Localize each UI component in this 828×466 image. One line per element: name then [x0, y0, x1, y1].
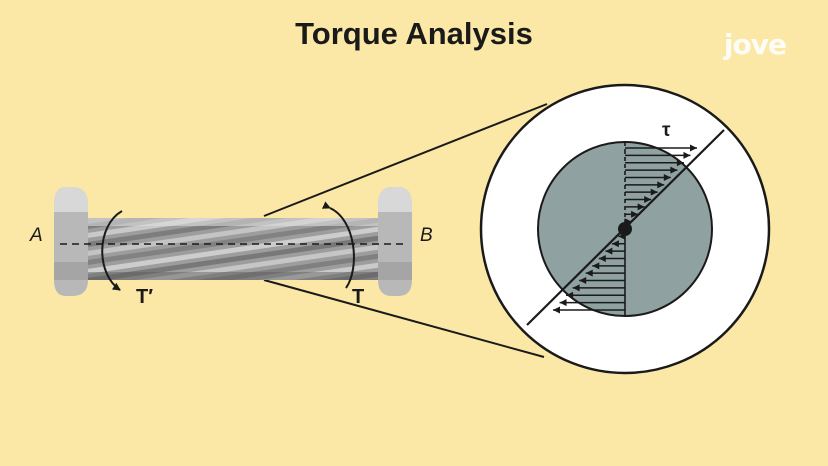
zoom-line-top	[263, 103, 548, 217]
jove-logo: jove	[723, 28, 787, 61]
arrowhead-icon	[690, 144, 697, 152]
arrowhead-icon	[572, 284, 580, 292]
arrowhead-icon	[637, 203, 645, 211]
arrowhead-icon	[650, 188, 658, 196]
arrowhead-icon	[683, 151, 691, 159]
arrowhead-icon	[598, 254, 606, 262]
end-b-label: B	[420, 225, 433, 246]
arrowhead-icon	[631, 210, 639, 218]
shaft	[82, 218, 384, 280]
arrowhead-icon	[663, 173, 671, 181]
arrowhead-icon	[566, 291, 574, 299]
arrowhead-icon	[644, 196, 652, 204]
arrowhead-icon	[605, 247, 613, 255]
arrowhead-icon	[579, 277, 587, 285]
shear-stress-label: τ	[662, 120, 671, 141]
arrowhead-icon	[585, 269, 593, 277]
shear-stress-arrows	[553, 144, 697, 314]
arrowhead-icon	[559, 299, 567, 307]
torque-right-label: T	[352, 286, 365, 308]
end-cap-a	[54, 187, 88, 296]
arrowhead-icon	[676, 159, 684, 167]
zoom-line-bottom	[263, 279, 545, 358]
arrowhead-icon	[553, 306, 560, 314]
arrowhead-icon	[657, 181, 665, 189]
arrowhead-icon	[670, 166, 678, 174]
end-cap-b	[378, 187, 412, 296]
torque-arrow-left-icon	[101, 210, 123, 291]
end-a-label: A	[30, 225, 43, 246]
page-title: Torque Analysis	[295, 16, 533, 51]
torque-arrow-right-icon	[321, 201, 355, 289]
arrowhead-icon	[592, 262, 600, 270]
center-point	[618, 222, 632, 236]
arrowhead-icon	[611, 240, 619, 248]
torque-left-label: T′	[136, 286, 154, 308]
